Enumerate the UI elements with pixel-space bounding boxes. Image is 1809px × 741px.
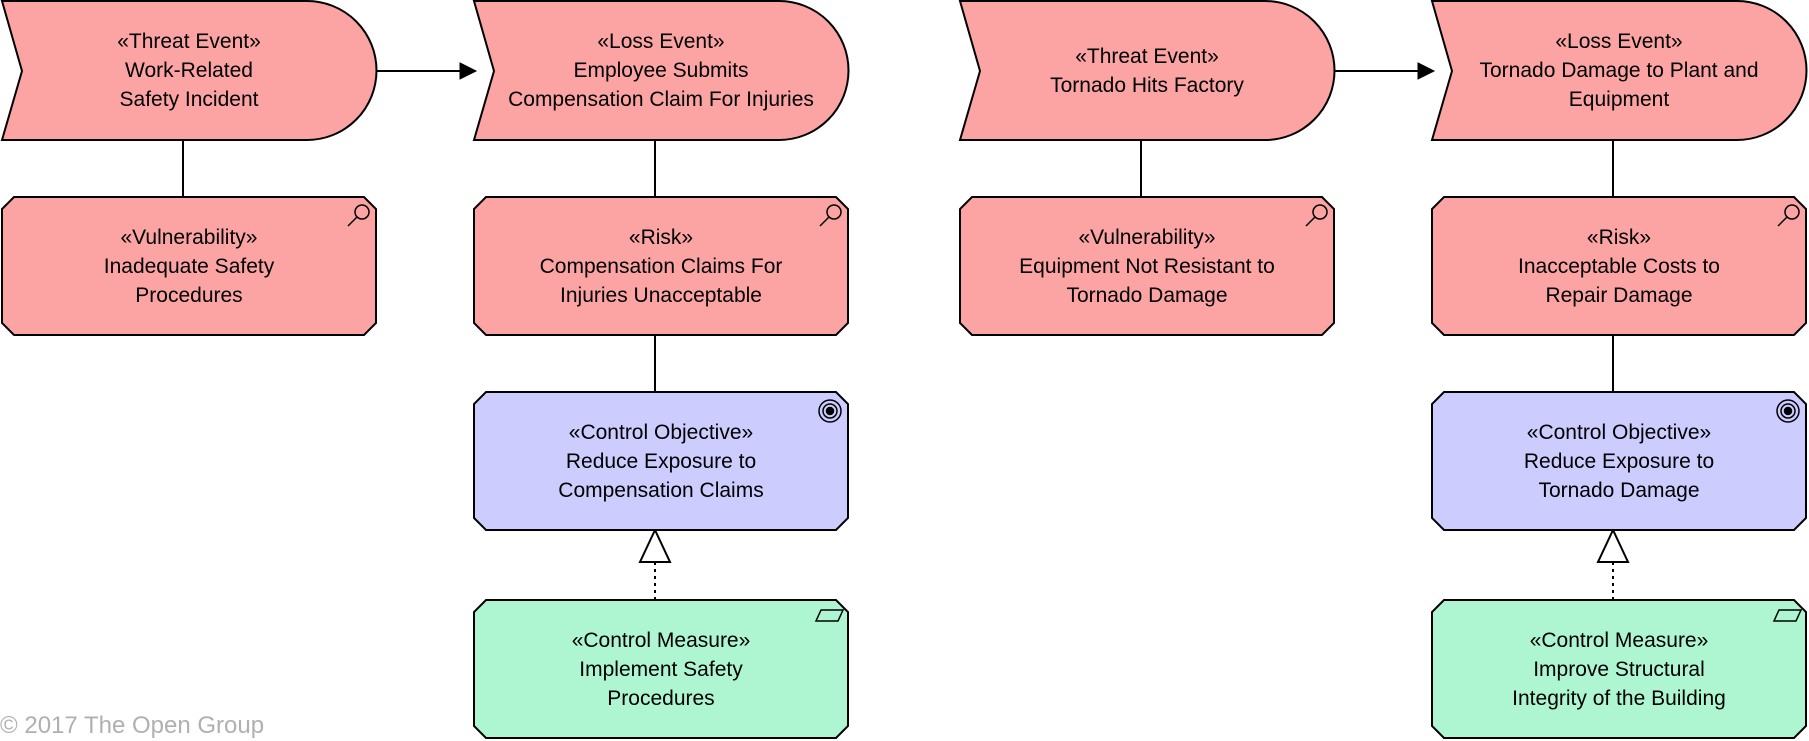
label-line: Reduce Exposure to — [565, 449, 757, 473]
target-icon — [1776, 399, 1800, 423]
stereotype: «Risk» — [628, 225, 694, 249]
risk-box-left[interactable] — [473, 196, 849, 336]
label-line: Repair Damage — [1545, 283, 1693, 307]
label-line: Compensation Claims For — [539, 254, 783, 278]
magnifier-icon — [347, 204, 370, 227]
threat-event-label-left: «Threat Event» Work-Related Safety Incid… — [2, 1, 376, 140]
stereotype: «Control Objective» — [1526, 420, 1712, 444]
control-objective-box-right[interactable] — [1431, 391, 1807, 531]
threat-event-label-right: «Threat Event» Tornado Hits Factory — [960, 1, 1334, 140]
control-measure-box-left[interactable] — [473, 599, 849, 739]
threat-event-shape-right[interactable] — [958, 0, 1336, 141]
label-line: Compensation Claim For Injuries — [508, 88, 814, 111]
label-line: Implement Safety — [579, 657, 743, 681]
vulnerability-label-right: «Vulnerability» Equipment Not Resistant … — [960, 197, 1334, 335]
control-measure-box-right[interactable] — [1431, 599, 1807, 739]
label-line: Work-Related — [125, 59, 253, 82]
copyright-notice: © 2017 The Open Group — [0, 712, 265, 739]
label-line: Tornado Hits Factory — [1050, 73, 1244, 97]
magnifier-icon — [1777, 204, 1800, 227]
stereotype: «Control Objective» — [568, 420, 754, 444]
control-objective-label-right: «Control Objective» Reduce Exposure to T… — [1432, 392, 1806, 530]
label-line: Improve Structural — [1533, 657, 1705, 681]
label-line: Reduce Exposure to — [1523, 449, 1715, 473]
control-objective-label-left: «Control Objective» Reduce Exposure to C… — [474, 392, 848, 530]
stereotype: «Control Measure» — [1529, 628, 1709, 652]
vulnerability-box-left[interactable] — [1, 196, 377, 336]
stereotype: «Control Measure» — [571, 628, 751, 652]
control-measure-label-right: «Control Measure» Improve Structural Int… — [1432, 600, 1806, 738]
label-line: Inadequate Safety — [103, 254, 275, 278]
loss-event-label-right: «Loss Event» Tornado Damage to Plant and… — [1432, 1, 1806, 140]
trigger-arrowhead-left — [459, 62, 478, 80]
vulnerability-box-right[interactable] — [959, 196, 1335, 336]
risk-box-right[interactable] — [1431, 196, 1807, 336]
risk-label-right: «Risk» Inacceptable Costs to Repair Dama… — [1432, 197, 1806, 335]
label-line: Procedures — [607, 686, 715, 710]
control-objective-box-left[interactable] — [473, 391, 849, 531]
risk-label-left: «Risk» Compensation Claims For Injuries … — [474, 197, 848, 335]
stereotype: «Vulnerability» — [120, 225, 258, 249]
label-line: Equipment Not Resistant to — [1019, 254, 1275, 278]
loss-event-label-left: «Loss Event» Employee Submits Compensati… — [474, 1, 848, 140]
realization-arrowhead-right — [1596, 527, 1630, 563]
label-line: Inacceptable Costs to — [1518, 254, 1720, 278]
label-line: Tornado Damage to Plant and — [1479, 59, 1759, 82]
label-line: Procedures — [135, 283, 243, 307]
label-line: Injuries Unacceptable — [560, 283, 762, 307]
control-measure-label-left: «Control Measure» Implement Safety Proce… — [474, 600, 848, 738]
label-line: Compensation Claims — [558, 478, 764, 502]
label-line: Safety Incident — [119, 88, 259, 111]
stereotype: «Threat Event» — [117, 30, 261, 53]
trigger-arrowhead-right — [1417, 62, 1436, 80]
threat-event-shape-left[interactable] — [0, 0, 378, 141]
label-line: Employee Submits — [573, 59, 749, 82]
magnifier-icon — [819, 204, 842, 227]
magnifier-icon — [1305, 204, 1328, 227]
stereotype: «Risk» — [1586, 225, 1652, 249]
stereotype: «Vulnerability» — [1078, 225, 1216, 249]
stereotype: «Loss Event» — [1555, 30, 1683, 53]
target-icon — [818, 399, 842, 423]
parallelogram-icon — [814, 609, 845, 622]
vulnerability-label-left: «Vulnerability» Inadequate Safety Proced… — [2, 197, 376, 335]
label-line: Equipment — [1568, 88, 1670, 111]
realization-arrowhead-left — [638, 527, 672, 563]
loss-event-shape-left[interactable] — [472, 0, 850, 141]
stereotype: «Loss Event» — [597, 30, 725, 53]
parallelogram-icon — [1772, 609, 1803, 622]
stereotype: «Threat Event» — [1075, 44, 1219, 68]
loss-event-shape-right[interactable] — [1430, 0, 1808, 141]
label-line: Integrity of the Building — [1512, 686, 1726, 710]
label-line: Tornado Damage — [1066, 283, 1228, 307]
label-line: Tornado Damage — [1538, 478, 1700, 502]
